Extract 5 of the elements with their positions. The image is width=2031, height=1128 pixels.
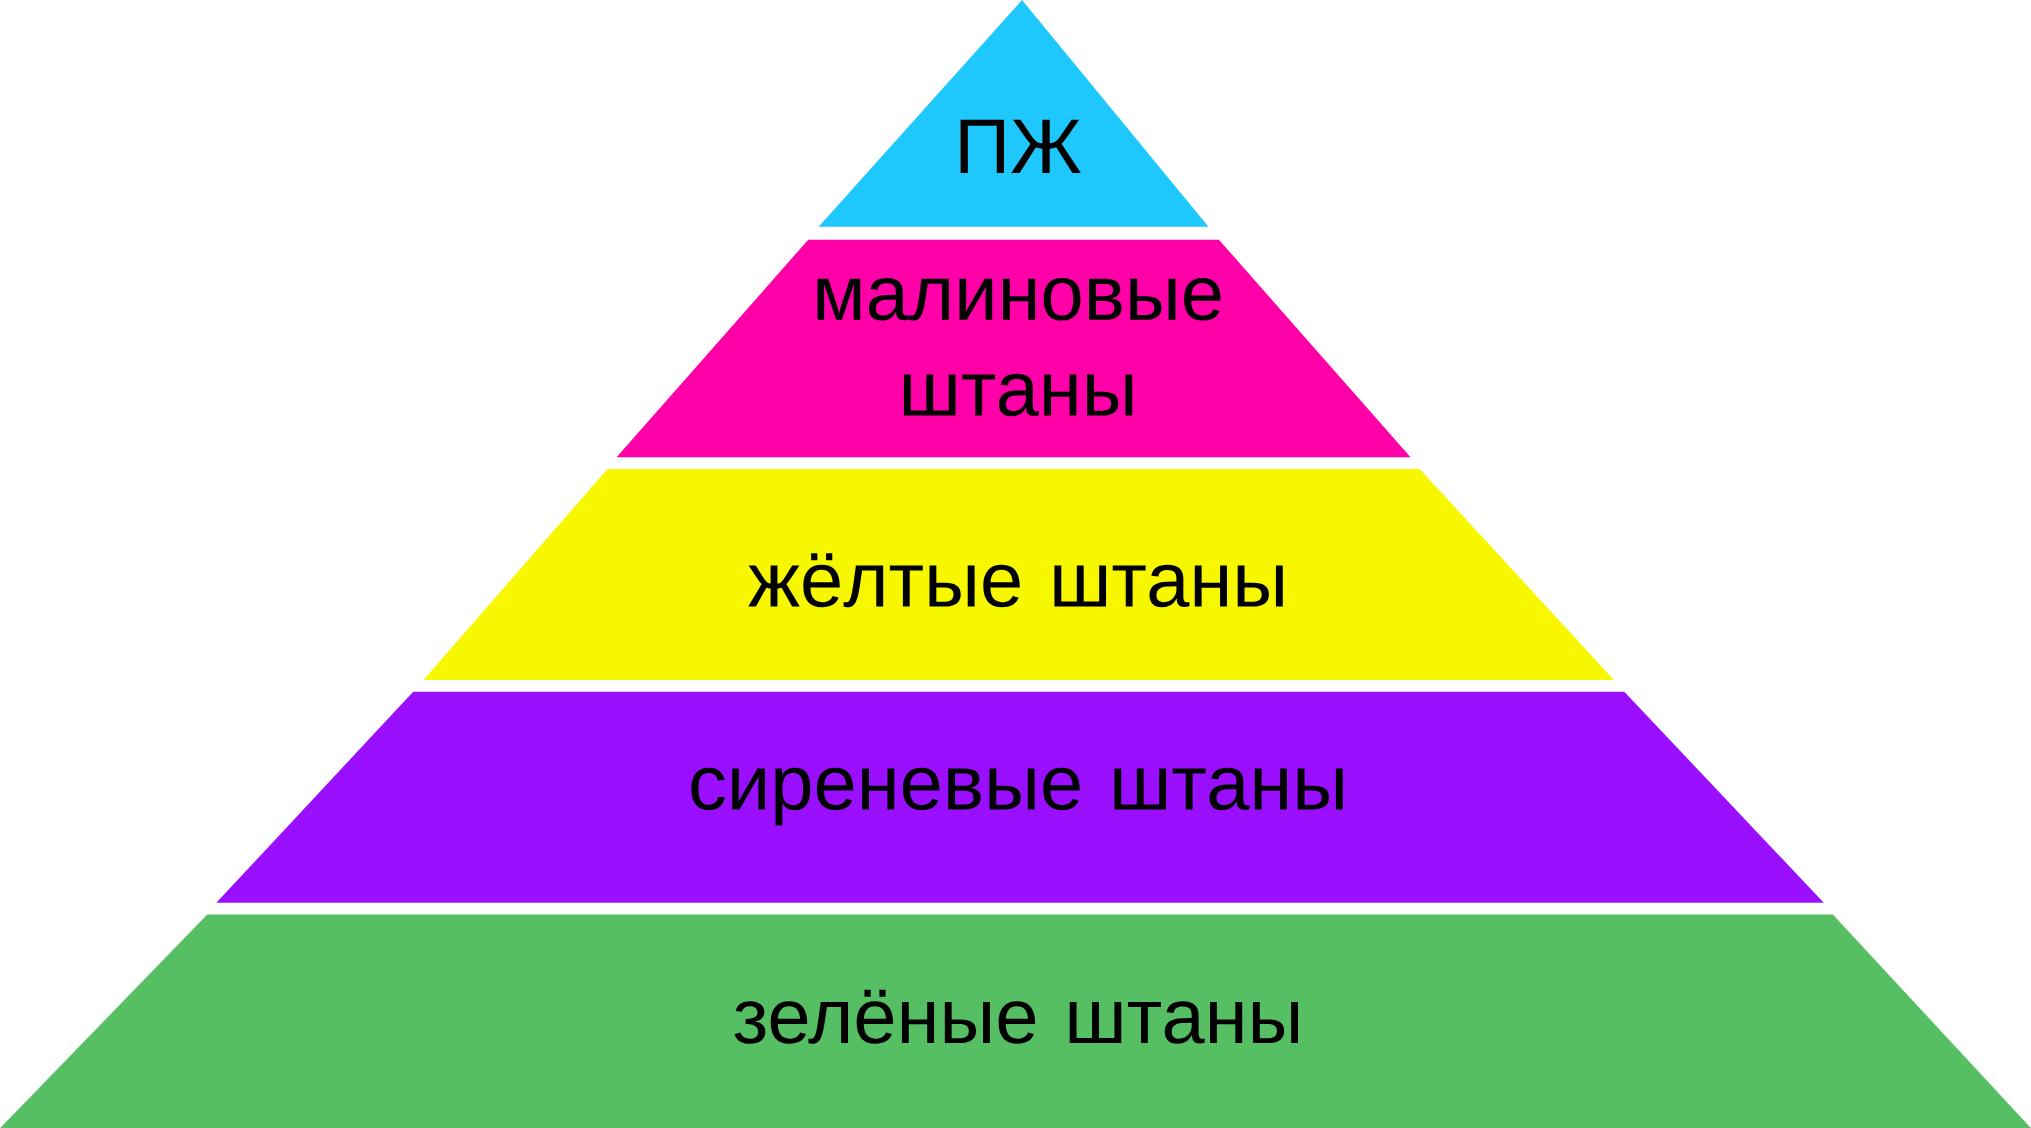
pyramid-layer: зелёные штаны [0, 914, 2031, 1128]
pyramid-layer: малиновые штаны [616, 239, 1411, 458]
pyramid-layer: жёлтые штаны [423, 468, 1614, 681]
pyramid-apex: ПЖ [818, 0, 1209, 227]
pyramid-layer: сиреневые штаны [216, 691, 1824, 903]
